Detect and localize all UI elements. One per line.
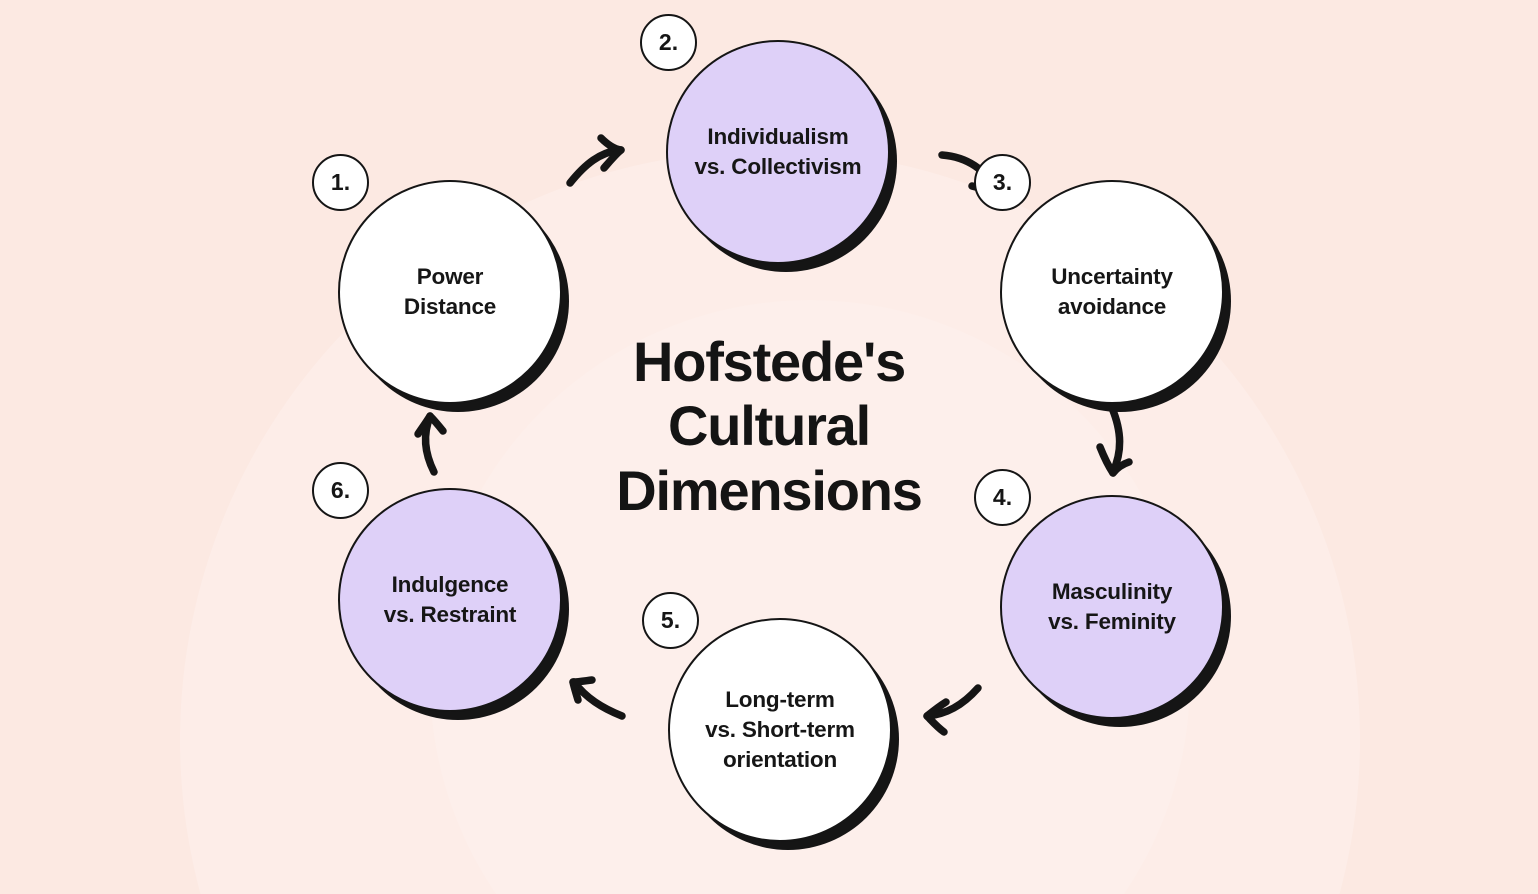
node-circle[interactable]: Long-term vs. Short-term orientation	[668, 618, 892, 842]
arrow-6-to-1	[414, 412, 447, 476]
node-number-badge: 3.	[974, 154, 1031, 211]
node-number-badge: 2.	[640, 14, 697, 71]
node-number-badge: 5.	[642, 592, 699, 649]
arrow-1-to-2	[566, 134, 625, 187]
node-number-badge: 1.	[312, 154, 369, 211]
node-number-badge: 6.	[312, 462, 369, 519]
node-label: Indulgence vs. Restraint	[383, 572, 517, 627]
arrow-3-to-4	[1096, 404, 1133, 477]
node-circle[interactable]: Masculinity vs. Feminity	[1000, 495, 1224, 719]
node-label: Masculinity vs. Feminity	[1048, 579, 1176, 634]
node-circle[interactable]: Uncertainty avoidance	[1000, 180, 1224, 404]
node-individualism-vs-collectivism[interactable]: Individualism vs. Collectivism 2.	[640, 14, 890, 264]
node-label: Individualism vs. Collectivism	[694, 124, 862, 179]
arrow-4-to-5	[923, 684, 982, 736]
node-indulgence-vs-restraint[interactable]: Indulgence vs. Restraint 6.	[312, 462, 562, 712]
node-power-distance[interactable]: Power Distance 1.	[312, 154, 562, 404]
node-circle[interactable]: Power Distance	[338, 180, 562, 404]
page-title: Hofstede's Cultural Dimensions	[616, 330, 923, 522]
node-number-badge: 4.	[974, 469, 1031, 526]
node-label: Uncertainty avoidance	[1051, 264, 1173, 319]
node-long-term-vs-short-term-orientation[interactable]: Long-term vs. Short-term orientation 5.	[642, 592, 892, 842]
node-circle[interactable]: Indulgence vs. Restraint	[338, 488, 562, 712]
arrow-5-to-6	[569, 676, 626, 720]
node-masculinity-vs-feminity[interactable]: Masculinity vs. Feminity 4.	[974, 469, 1224, 719]
node-circle[interactable]: Individualism vs. Collectivism	[666, 40, 890, 264]
node-label: Power Distance	[403, 264, 497, 319]
node-uncertainty-avoidance[interactable]: Uncertainty avoidance 3.	[974, 154, 1224, 404]
node-label: Long-term vs. Short-term orientation	[705, 687, 855, 772]
